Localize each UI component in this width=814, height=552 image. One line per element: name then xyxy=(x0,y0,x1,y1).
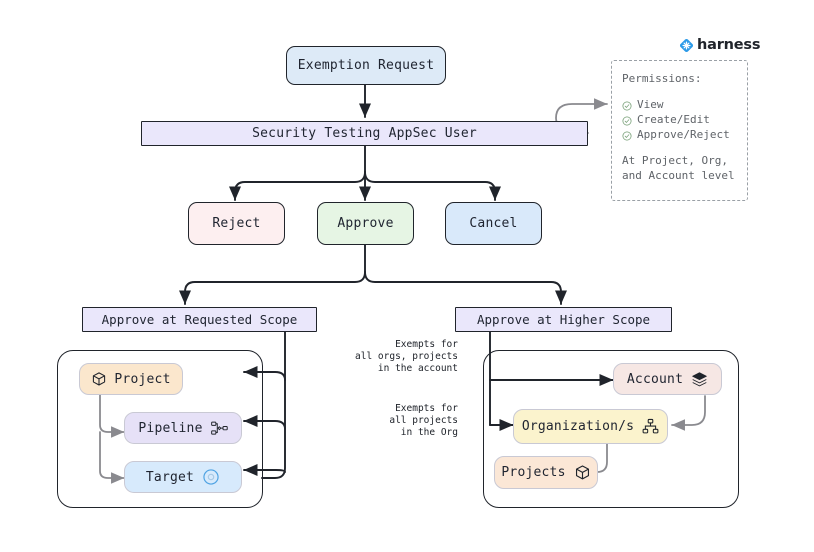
role-bar-node[interactable]: Security Testing AppSec User xyxy=(141,121,588,146)
harness-wordmark: harness xyxy=(697,37,761,53)
annotation-line: in the Org xyxy=(400,427,458,438)
project-node[interactable]: Project xyxy=(79,363,183,395)
permission-label: Approve/Reject xyxy=(637,128,730,141)
higher-scope-container xyxy=(483,350,739,508)
sitemap-icon xyxy=(642,418,659,435)
pipeline-icon xyxy=(210,421,228,436)
approve-label: Approve xyxy=(337,216,394,231)
approve-higher-scope-node[interactable]: Approve at Higher Scope xyxy=(455,307,672,332)
permission-label: Create/Edit xyxy=(637,113,710,126)
annotation-line: Exempts for xyxy=(395,339,458,350)
target-icon xyxy=(202,468,220,486)
cancel-node[interactable]: Cancel xyxy=(445,202,542,245)
project-label: Project xyxy=(114,371,171,387)
cancel-label: Cancel xyxy=(469,216,518,231)
account-node[interactable]: Account xyxy=(613,363,722,395)
exemption-request-label: Exemption Request xyxy=(297,58,435,73)
role-bar-label: Security Testing AppSec User xyxy=(252,126,477,141)
organizations-node[interactable]: Organization/s xyxy=(513,409,668,444)
target-node[interactable]: Target xyxy=(124,461,242,493)
approve-requested-scope-node[interactable]: Approve at Requested Scope xyxy=(82,307,317,332)
projects-label: Projects xyxy=(501,465,566,480)
harness-logo: harness xyxy=(679,37,760,53)
annotation-line: Exempts for xyxy=(395,403,458,414)
account-label: Account xyxy=(626,371,684,387)
pipeline-label: Pipeline xyxy=(138,420,203,436)
exemption-request-node[interactable]: Exemption Request xyxy=(286,46,446,85)
permission-label: View xyxy=(637,98,664,111)
annotation-line: in the account xyxy=(377,363,458,374)
reject-node[interactable]: Reject xyxy=(188,202,285,245)
circle-check-icon xyxy=(622,100,632,110)
organizations-label: Organization/s xyxy=(521,419,635,434)
permissions-heading: Permissions: xyxy=(622,72,702,85)
circle-check-icon xyxy=(622,130,632,140)
cube-icon xyxy=(574,464,591,481)
annotation-org-exempt: Exempts for all projects in the Org xyxy=(330,403,458,439)
permission-item: Create/Edit xyxy=(622,112,738,127)
permission-item: View xyxy=(622,97,738,112)
target-label: Target xyxy=(145,469,195,485)
annotation-account-exempt: Exempts for all orgs, projects in the ac… xyxy=(330,339,458,375)
cube-icon xyxy=(91,371,107,387)
permissions-footer-line-1: At Project, Org, xyxy=(622,154,728,167)
annotation-line: all orgs, projects xyxy=(355,351,458,362)
permission-item: Approve/Reject xyxy=(622,127,738,142)
layers-icon xyxy=(691,371,708,388)
approve-higher-scope-label: Approve at Higher Scope xyxy=(476,312,651,327)
reject-label: Reject xyxy=(212,216,261,231)
circle-check-icon xyxy=(622,115,632,125)
approve-requested-scope-label: Approve at Requested Scope xyxy=(101,312,298,327)
permissions-panel: Permissions: View Create/Edit xyxy=(611,60,748,201)
harness-diamond-icon xyxy=(679,38,694,53)
permissions-footer-line-2: and Account level xyxy=(622,169,735,182)
requested-scope-container xyxy=(57,350,263,508)
pipeline-node[interactable]: Pipeline xyxy=(124,412,242,444)
annotation-line: all projects xyxy=(389,415,458,426)
approve-node[interactable]: Approve xyxy=(317,202,414,245)
projects-node[interactable]: Projects xyxy=(494,456,598,489)
